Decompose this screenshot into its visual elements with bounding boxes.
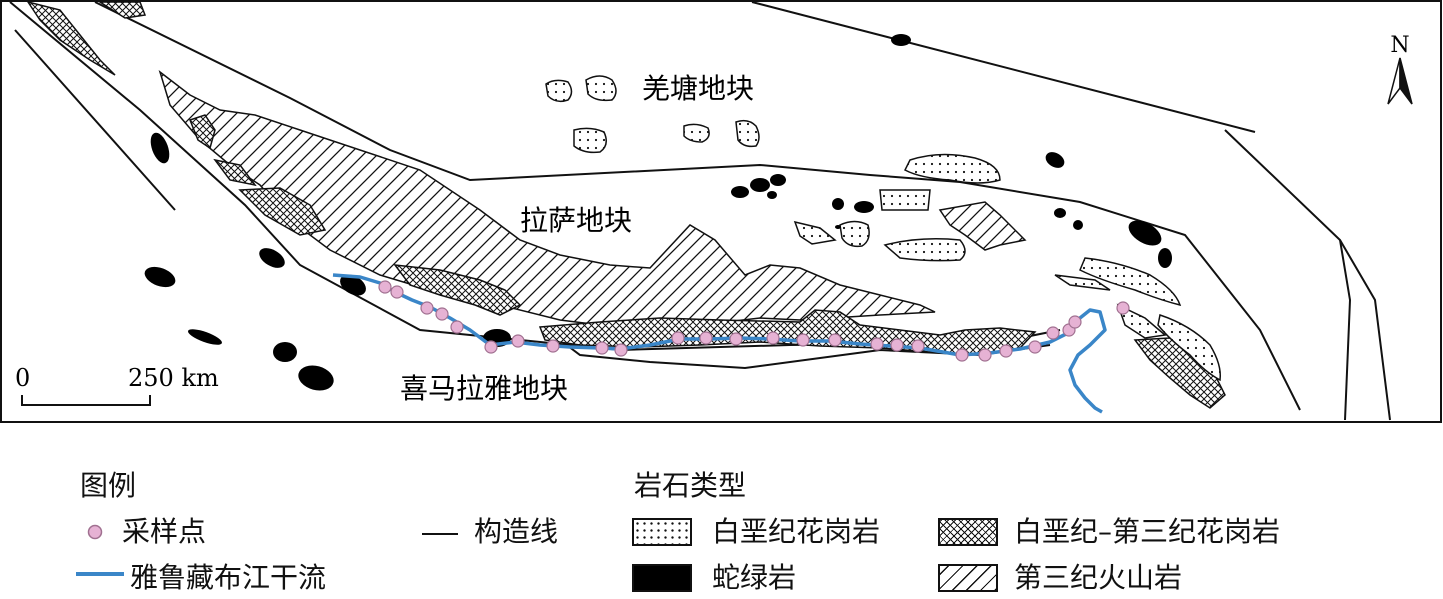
sample-point [955, 348, 969, 362]
sample-point [671, 331, 685, 345]
label-lhasa-block: 拉萨地块 [520, 204, 632, 237]
legend-cretaceous-tertiary-granite-label: 白垩纪–第三纪花岗岩 [1014, 515, 1281, 548]
map-frame [0, 0, 1442, 423]
sample-point [1116, 301, 1130, 315]
swatch-ophiolite [632, 564, 692, 592]
legend-cretaceous-granite-label: 白垩纪花岗岩 [712, 515, 881, 548]
cretaceous-granites [545, 75, 1222, 382]
tectonic-line-symbol [422, 533, 458, 535]
sample-point [890, 338, 904, 352]
sample-point [511, 334, 525, 348]
legend-tertiary-volcanic-label: 第三纪火山岩 [1014, 561, 1183, 594]
swatch-cretaceous-granite [632, 518, 692, 546]
scale-bar: 0 250 km [15, 364, 219, 406]
river-symbol [76, 572, 124, 576]
legend-sample-point-label: 采样点 [122, 515, 207, 548]
legend-river-label: 雅鲁藏布江干流 [130, 561, 327, 594]
sample-point [729, 332, 743, 346]
sample-point [1028, 340, 1042, 354]
legend-tectonic-line-label: 构造线 [474, 515, 559, 548]
scale-zero: 0 [15, 364, 30, 392]
sample-point [1046, 326, 1060, 340]
north-label: N [1390, 33, 1409, 58]
tertiary-volcanic-areas [158, 69, 1027, 331]
sample-point [546, 339, 560, 353]
label-qiangtang-block: 羌塘地块 [642, 72, 754, 105]
sample-point [484, 340, 498, 354]
sample-point [378, 280, 392, 294]
sample-point-symbol [87, 524, 103, 540]
north-arrow: N [1387, 33, 1413, 105]
swatch-cretaceous-tertiary-granite [938, 518, 998, 546]
sample-points [378, 280, 1130, 362]
sample-point [766, 331, 780, 345]
sample-point [870, 337, 884, 351]
sample-point [614, 343, 628, 357]
legend-rock-title: 岩石类型 [634, 469, 747, 502]
sample-point [978, 348, 992, 362]
geologic-map: N 羌塘地块 拉萨地块 喜马拉雅地块 0 250 km [0, 0, 1442, 423]
swatch-tertiary-volcanic [938, 564, 998, 592]
sample-point [699, 331, 713, 345]
sample-point [390, 285, 404, 299]
sample-point [595, 341, 609, 355]
sample-point [450, 320, 464, 334]
sample-point [420, 301, 434, 315]
sample-point [999, 344, 1013, 358]
legend-ophiolite-label: 蛇绿岩 [712, 561, 797, 594]
sample-point [911, 339, 925, 353]
sample-point [435, 307, 449, 321]
label-himalaya-block: 喜马拉雅地块 [400, 372, 568, 405]
sample-point [1068, 315, 1082, 329]
sample-point [828, 333, 842, 347]
scale-end: 250 km [128, 364, 219, 392]
sample-point [796, 333, 810, 347]
legend-title: 图例 [80, 469, 137, 502]
